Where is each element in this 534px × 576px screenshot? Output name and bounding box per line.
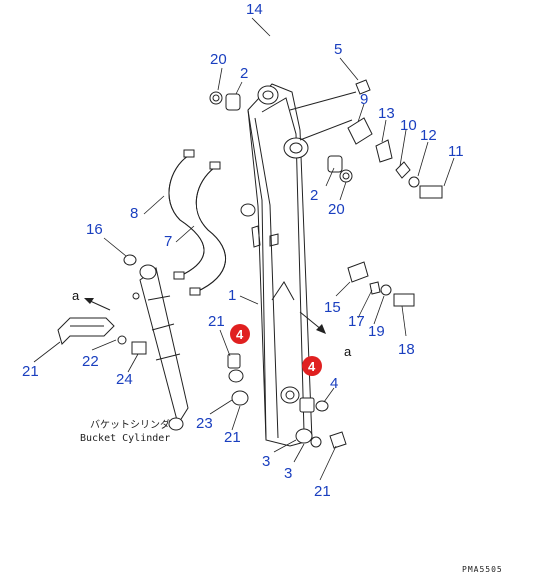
callout-1: 1	[228, 287, 236, 304]
callout-20-top: 20	[210, 51, 227, 68]
callout-8: 8	[130, 205, 138, 222]
callout-17: 17	[348, 313, 365, 330]
callout-10: 10	[400, 117, 417, 134]
hoses	[168, 149, 226, 296]
callout-15: 15	[324, 299, 341, 316]
badge-4-left	[230, 324, 250, 344]
bucket-cylinder-drawing	[132, 264, 189, 431]
callout-11: 11	[448, 143, 464, 160]
badge-4-right-label: 4	[308, 359, 316, 374]
arm-assembly	[240, 83, 313, 447]
callout-3-left: 21	[224, 429, 241, 446]
callout-6: 21	[314, 483, 331, 500]
callout-21-left-lower: 23	[196, 415, 213, 432]
callout-24: 22	[82, 353, 99, 370]
callout-22: 21	[22, 363, 39, 380]
caption-english: Bucket Cylinder	[80, 433, 170, 444]
callout-14: 14	[246, 1, 263, 18]
ref-a-left: a	[72, 288, 80, 303]
callout-7: 7	[164, 233, 172, 250]
callout-20-mid: 20	[328, 201, 345, 218]
badges: 4 4	[230, 324, 322, 376]
badge-4-right	[302, 356, 322, 376]
callout-21-left-upper: 21	[208, 313, 225, 330]
reference-arrows	[84, 298, 326, 334]
callout-2-mid: 2	[310, 187, 318, 204]
callout-21-bottom: 3	[284, 465, 292, 482]
callout-16: 16	[86, 221, 103, 238]
callout-13: 13	[378, 105, 395, 122]
callout-12: 12	[420, 127, 437, 144]
caption-japanese: バケットシリンダ	[90, 418, 170, 431]
callout-23: 24	[116, 371, 133, 388]
callout-numbers: 14 20 2 5 9 13 10 12 11 8 2 20 16 7 1 15…	[22, 1, 464, 500]
callout-2-top: 2	[240, 65, 248, 82]
badge-4-left-label: 4	[236, 327, 244, 342]
callout-19: 19	[368, 323, 385, 340]
callout-18: 18	[398, 341, 415, 358]
ref-a-right: a	[344, 344, 352, 359]
callout-21-right-upper: 4	[330, 375, 338, 392]
leader-lines	[33, 17, 455, 481]
small-parts	[117, 79, 443, 449]
top-pins	[209, 91, 373, 183]
callout-9: 9	[360, 91, 368, 108]
callout-3-bottom: 3	[262, 453, 270, 470]
bracket-22	[57, 317, 115, 345]
drawing-code: PMA5505	[462, 565, 503, 574]
callout-5: 5	[334, 41, 342, 58]
